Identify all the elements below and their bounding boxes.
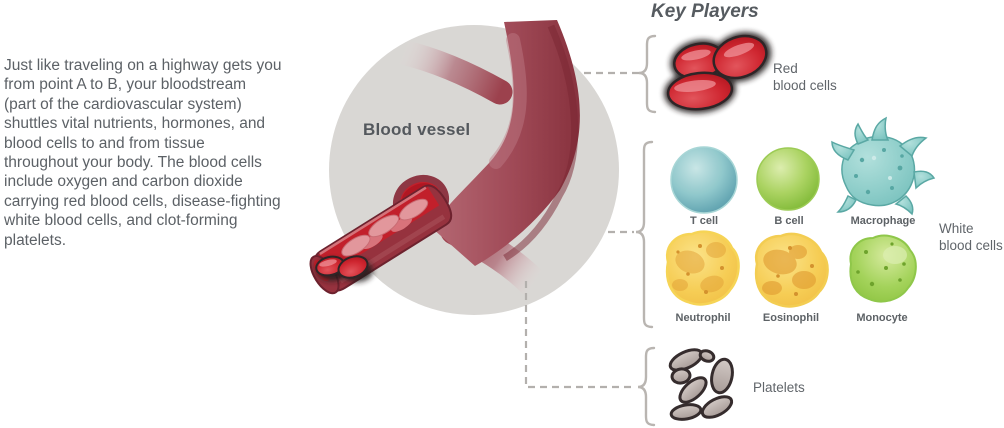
eosinophil-icon xyxy=(754,232,829,308)
cell-label-neutrophil: Neutrophil xyxy=(675,312,731,324)
cell-label-macrophage: Macrophage xyxy=(850,215,916,227)
platelets-icon xyxy=(668,348,734,421)
monocyte-icon xyxy=(849,234,917,303)
red-blood-cells-icon xyxy=(664,32,772,114)
t-cell-icon xyxy=(670,146,738,214)
spilled-red-cells xyxy=(315,255,373,282)
cell-label-t-cell: T cell xyxy=(689,215,719,227)
blood-vessel-label: Blood vessel xyxy=(363,120,471,139)
cell-label-eosinophil: Eosinophil xyxy=(762,312,820,324)
white-blood-cells-icons xyxy=(665,116,936,308)
red-cells-brace xyxy=(638,34,657,114)
neutrophil-icon xyxy=(665,230,740,306)
blood-vessel-graphic xyxy=(309,20,580,299)
platelets-label: Platelets xyxy=(753,380,805,395)
red-blood-cells-label: Red blood cells xyxy=(773,61,837,93)
platelets-brace xyxy=(637,346,656,427)
intro-paragraph: Just like traveling on a highway gets yo… xyxy=(4,57,282,249)
group-braces xyxy=(635,34,657,427)
cell-label-monocyte: Monocyte xyxy=(856,312,908,324)
b-cell-icon xyxy=(756,147,820,211)
connector-dashes xyxy=(524,71,639,389)
white-cells-brace xyxy=(635,140,654,329)
macrophage-icon xyxy=(831,116,936,216)
cell-label-b-cell: B cell xyxy=(774,215,804,227)
white-blood-cells-label: White blood cells xyxy=(939,221,1003,253)
key-players-title: Key Players xyxy=(651,1,759,22)
